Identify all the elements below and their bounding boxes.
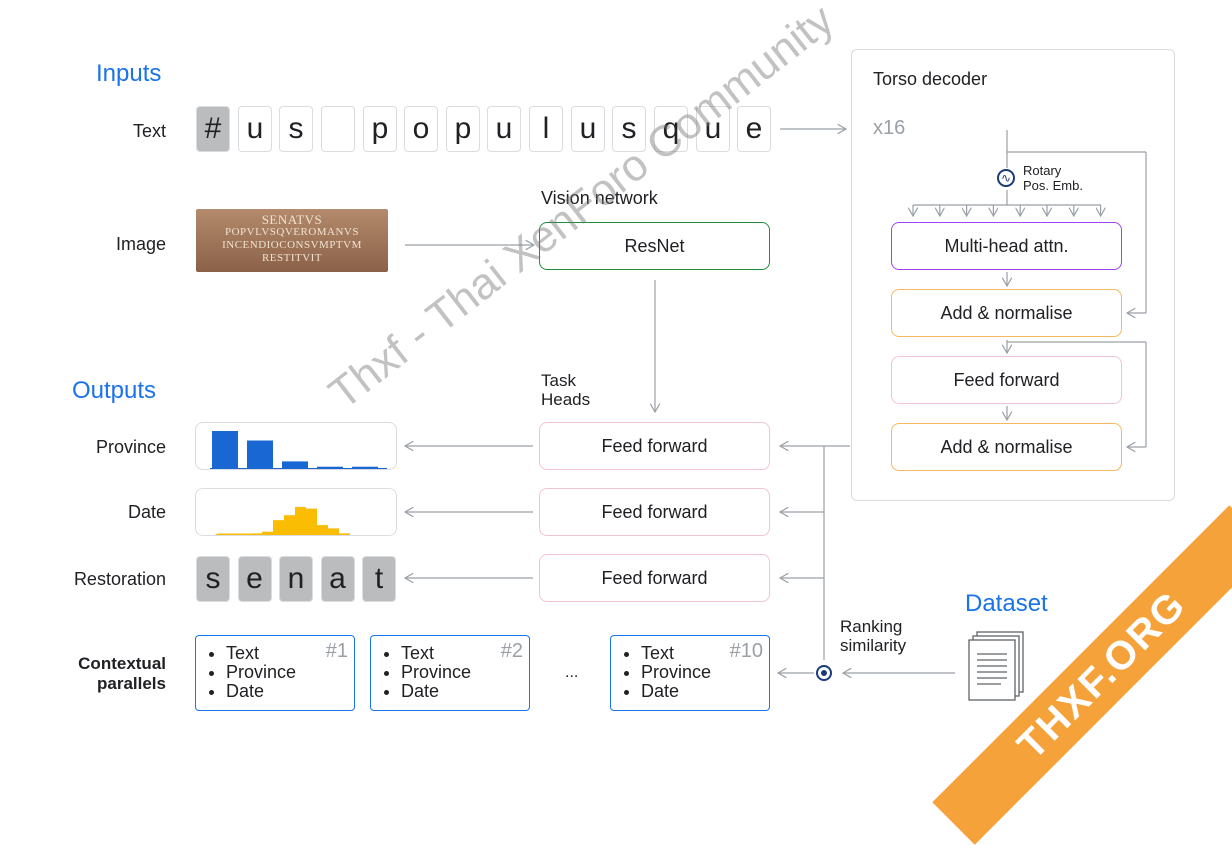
text-char-box: s xyxy=(612,106,646,152)
repeat-count: x16 xyxy=(873,117,906,139)
date-bar xyxy=(284,515,295,535)
dataset-heading: Dataset xyxy=(965,590,1048,617)
inscription-line: POPVLVSQVEROMANVS xyxy=(224,226,359,238)
text-char-box xyxy=(321,106,355,152)
parallel-10-province: Province xyxy=(641,663,711,682)
date-bar xyxy=(229,533,240,535)
date-bar xyxy=(262,531,273,535)
add-normalise-block-1: Add & normalise xyxy=(891,289,1122,337)
outputs-heading: Outputs xyxy=(72,377,157,404)
ranking-node-icon xyxy=(816,665,832,681)
task-heads-label: Task Heads xyxy=(541,371,590,409)
province-bar xyxy=(212,431,238,469)
parallel-1-province: Province xyxy=(226,663,296,682)
inputs-heading: Inputs xyxy=(96,60,162,87)
text-char-box: u xyxy=(238,106,272,152)
text-char-box: # xyxy=(196,106,230,152)
parallel-2-province: Province xyxy=(401,663,471,682)
image-label: Image xyxy=(115,234,166,254)
parallel-10-date: Date xyxy=(641,682,711,701)
text-char-box: o xyxy=(404,106,438,152)
province-bar xyxy=(247,440,273,469)
date-bar xyxy=(317,525,328,535)
restoration-head-block: Feed forward xyxy=(539,554,770,602)
date-bar xyxy=(251,533,262,535)
parallel-card-1: Text Province Date #1 xyxy=(195,635,355,711)
province-bars xyxy=(210,431,387,469)
date-bar xyxy=(240,533,251,535)
text-char-box: u xyxy=(696,106,730,152)
rotary-line2: Pos. Emb. xyxy=(1023,178,1083,193)
ranking-line1: Ranking xyxy=(840,617,903,636)
province-bar xyxy=(282,461,308,469)
parallel-card-10: Text Province Date #10 xyxy=(610,635,770,711)
connector-lines xyxy=(0,0,1147,775)
dataset-documents-icon xyxy=(968,631,1024,701)
inscription-line: RESTITVIT xyxy=(261,252,323,264)
restoration-char-box: n xyxy=(279,556,313,602)
province-chart xyxy=(195,422,397,470)
parallel-2-number: #2 xyxy=(500,640,523,662)
date-bar xyxy=(218,533,229,535)
text-char-box: p xyxy=(363,106,397,152)
restoration-label: Restoration xyxy=(73,569,166,589)
restoration-char-box: t xyxy=(362,556,396,602)
date-bars xyxy=(216,506,350,535)
province-label: Province xyxy=(95,437,166,457)
date-label: Date xyxy=(127,502,166,522)
resnet-block: ResNet xyxy=(539,222,770,270)
multi-head-attention-block: Multi-head attn. xyxy=(891,222,1122,270)
province-bar xyxy=(352,466,378,469)
inscription-line: INCENDIOCONSVMPTVM xyxy=(222,239,362,251)
text-char-box: s xyxy=(279,106,313,152)
parallel-2-date: Date xyxy=(401,682,471,701)
contextual-line2: parallels xyxy=(97,674,166,693)
parallel-card-2: Text Province Date #2 xyxy=(370,635,530,711)
ranking-similarity-label: Ranking similarity xyxy=(840,617,906,655)
date-head-block: Feed forward xyxy=(539,488,770,536)
ellipsis: ... xyxy=(565,664,579,681)
restoration-char-box: s xyxy=(196,556,230,602)
add-normalise-block-2: Add & normalise xyxy=(891,423,1122,471)
restoration-char-box: e xyxy=(237,556,272,602)
parallel-1-date: Date xyxy=(226,682,296,701)
text-char-box: p xyxy=(446,106,480,152)
parallel-1-text: Text xyxy=(226,644,296,663)
date-bar xyxy=(306,508,317,535)
parallel-1-number: #1 xyxy=(325,640,348,662)
contextual-parallels-label: Contextual parallels xyxy=(16,654,166,694)
text-char-box: q xyxy=(654,106,688,152)
text-label: Text xyxy=(132,121,166,141)
province-bar xyxy=(317,466,343,469)
date-chart xyxy=(195,488,397,536)
parallel-10-number: #10 xyxy=(729,640,763,662)
contextual-line1: Contextual xyxy=(78,654,166,673)
inscription-line: SENATVS xyxy=(261,212,323,227)
task-heads-line1: Task xyxy=(541,371,576,390)
text-char-box: e xyxy=(737,106,771,152)
parallel-2-text: Text xyxy=(401,644,471,663)
date-bar xyxy=(295,506,306,535)
text-char-box: u xyxy=(487,106,521,152)
rotary-line1: Rotary xyxy=(1023,163,1062,178)
restoration-char-box: a xyxy=(320,556,355,602)
vision-network-title: Vision network xyxy=(541,188,658,208)
parallel-10-text: Text xyxy=(641,644,711,663)
date-bar xyxy=(339,533,350,535)
date-bar xyxy=(273,520,284,535)
date-bar xyxy=(328,528,339,535)
torso-decoder-title: Torso decoder xyxy=(873,69,988,89)
task-heads-line2: Heads xyxy=(541,390,591,409)
torso-decoder-panel xyxy=(851,49,1175,501)
rotary-embedding-icon: ∿ xyxy=(997,169,1015,187)
rotary-label: Rotary Pos. Emb. xyxy=(1023,163,1083,193)
torso-feed-forward-block: Feed forward xyxy=(891,356,1122,404)
text-char-box: u xyxy=(571,106,605,152)
province-head-block: Feed forward xyxy=(539,422,770,470)
ranking-line2: similarity xyxy=(840,636,907,655)
text-char-box: l xyxy=(529,106,563,152)
